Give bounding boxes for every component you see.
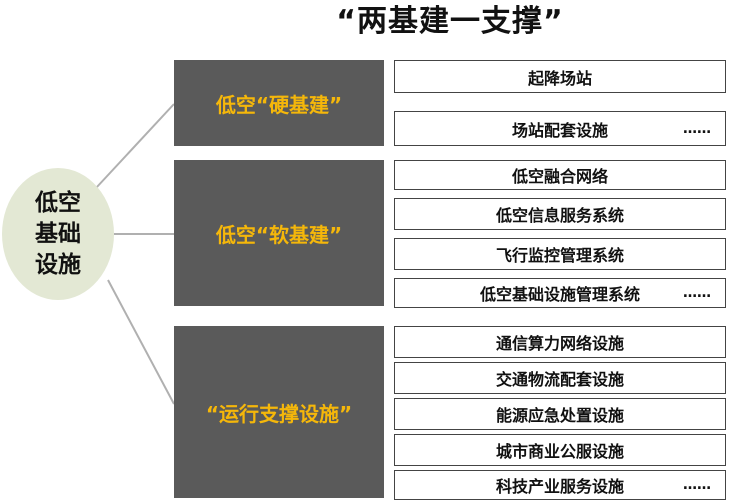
item-label: 城市商业公服设施 [495,442,624,461]
category-soft-infrastructure: 低空“软基建” [174,160,384,306]
item-box: 通信算力网络设施 [394,326,726,358]
item-label: 飞行监控管理系统 [495,246,624,265]
item-more: …… [683,120,711,137]
item-label: 起降场站 [527,68,592,88]
item-label: 低空信息服务系统 [495,206,624,225]
item-label: 科技产业服务设施 [495,477,624,496]
item-box: 场站配套设施 …… [394,111,726,146]
connector-hard [95,103,175,189]
item-label: 低空基础设施管理系统 [479,285,640,304]
item-label: 能源应急处置设施 [495,406,624,425]
category-label: “运行支撑设施” [205,401,353,426]
item-box: 飞行监控管理系统 [394,238,726,270]
item-label: 低空融合网络 [511,167,608,186]
item-label: 交通物流配套设施 [495,370,624,389]
connector-support [107,279,175,405]
item-box: 城市商业公服设施 [394,434,726,466]
item-more: …… [683,285,711,301]
item-box: 科技产业服务设施 …… [394,470,726,500]
diagram-title: “两基建一支撑” [336,4,564,39]
root-label: 低空基础设施 [35,189,81,278]
category-label: 低空“硬基建” [215,92,343,117]
item-box: 低空融合网络 [394,160,726,190]
item-box: 低空基础设施管理系统 …… [394,278,726,308]
item-box: 起降场站 [394,60,726,93]
root-node: 低空基础设施 [2,168,114,300]
category-operation-support: “运行支撑设施” [174,326,384,498]
item-label: 场站配套设施 [511,120,608,140]
item-box: 低空信息服务系统 [394,198,726,230]
item-box: 交通物流配套设施 [394,362,726,394]
item-more: …… [683,477,711,493]
item-box: 能源应急处置设施 [394,398,726,430]
category-label: 低空“软基建” [215,222,343,247]
category-hard-infrastructure: 低空“硬基建” [174,60,384,146]
item-label: 通信算力网络设施 [495,334,624,353]
